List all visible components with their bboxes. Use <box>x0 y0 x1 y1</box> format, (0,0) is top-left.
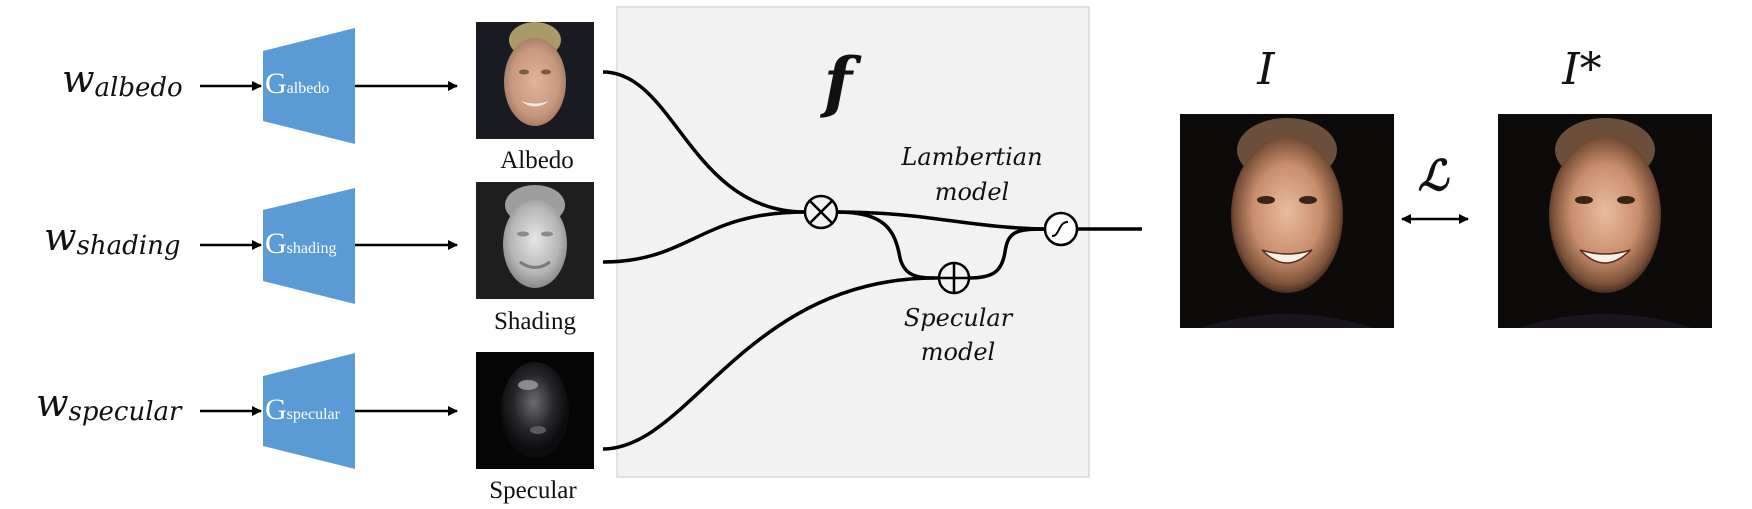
function-panel <box>616 6 1090 478</box>
svg-text:Gspecular: Gspecular <box>265 393 341 426</box>
svg-text:wspecular: wspecular <box>36 381 183 427</box>
g-shading-sub: shading <box>287 240 337 257</box>
shading-label: Shading <box>494 308 576 335</box>
target-image <box>1498 114 1712 328</box>
albedo-image <box>476 22 594 139</box>
multiply-operator <box>803 194 839 230</box>
sigmoid-operator <box>1043 211 1079 247</box>
loss-label: ℒ <box>1418 151 1450 200</box>
svg-text:wshading: wshading <box>44 215 180 261</box>
shading-image <box>476 182 594 299</box>
svg-text:Galbedo: Galbedo <box>265 67 329 100</box>
lambertian-label-line2: model <box>935 178 1009 206</box>
svg-text:walbedo: walbedo <box>62 57 183 103</box>
generator-shading <box>263 188 355 304</box>
add-operator <box>937 261 971 295</box>
curve-specular-to-add <box>602 276 936 451</box>
curve-albedo-to-multiply <box>602 70 806 214</box>
output-image <box>1180 114 1394 328</box>
generator-specular <box>263 353 355 469</box>
input-row-albedo: walbedo Galbedo Albedo <box>62 22 594 174</box>
input-row-specular: wspecular Gspecular Specular <box>36 352 594 504</box>
input-row-shading: wshading Gshading Shading <box>44 182 594 335</box>
w-albedo-sub: albedo <box>95 73 183 103</box>
lambertian-label-line1: Lambertian <box>900 143 1042 171</box>
svg-text:Gshading: Gshading <box>265 227 336 260</box>
specular-label: Specular <box>489 477 577 504</box>
curve-shading-to-multiply <box>602 210 806 264</box>
w-specular-sub: specular <box>69 397 183 427</box>
specular-image <box>476 352 594 469</box>
g-albedo-sub: albedo <box>287 80 330 97</box>
w-specular-base: w <box>36 381 69 425</box>
output-label: I <box>1256 44 1276 95</box>
curve-multiply-to-add <box>836 210 941 280</box>
flow-curves <box>602 70 1142 451</box>
target-label: I* <box>1561 44 1601 95</box>
g-specular-base: G <box>265 393 287 426</box>
g-albedo-base: G <box>265 67 287 100</box>
curve-add-to-activation <box>968 227 1046 280</box>
specular-model-label-line1: Specular <box>904 304 1014 332</box>
specular-model-label-line2: model <box>921 338 995 366</box>
w-shading-base: w <box>44 215 77 259</box>
g-shading-base: G <box>265 227 287 260</box>
generator-albedo <box>263 28 355 144</box>
albedo-label: Albedo <box>500 147 574 174</box>
w-albedo-base: w <box>62 57 95 101</box>
g-specular-sub: specular <box>287 406 341 423</box>
w-shading-sub: shading <box>77 231 181 261</box>
